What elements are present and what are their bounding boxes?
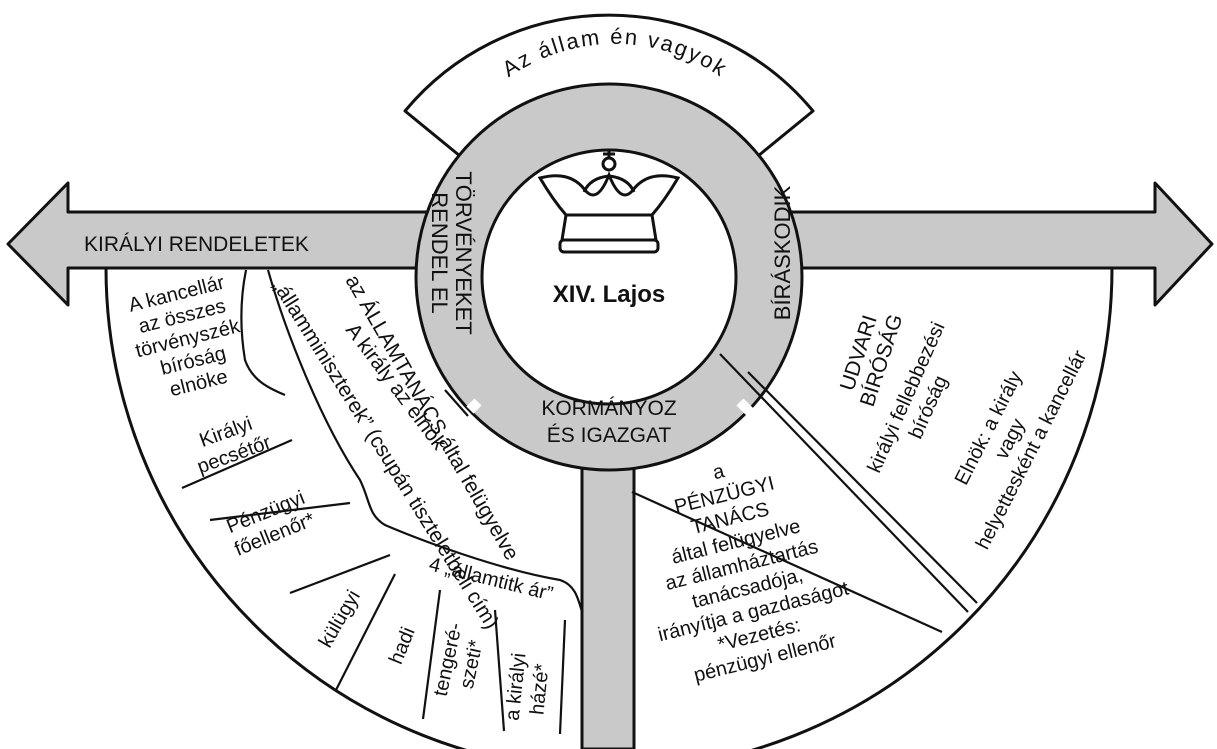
arrow-label: KIRÁLYI RENDELETEK [84,233,309,256]
legislate-line-1: TÖRVÉNYEKET [451,171,476,334]
chancellor-block: A kancellár az összes törvényszék bírósá… [126,272,243,402]
ministers-bracket [266,269,584,613]
svg-text:házé*: házé* [526,662,553,715]
legislate-label: TÖRVÉNYEKET RENDEL EL [427,171,476,334]
govern-line-1: KORMÁNYOZ [541,397,677,420]
judge-label: BÍRÁSKODIK [770,185,795,320]
govern-line-2: ÉS IGAZGAT [547,424,672,447]
legislate-line-2: RENDEL EL [427,192,452,313]
judge-text: BÍRÁSKODIK [770,185,795,320]
crown-icon [537,150,681,254]
center-title: XIV. Lajos [553,281,666,308]
chancellor-bracket [240,269,286,397]
